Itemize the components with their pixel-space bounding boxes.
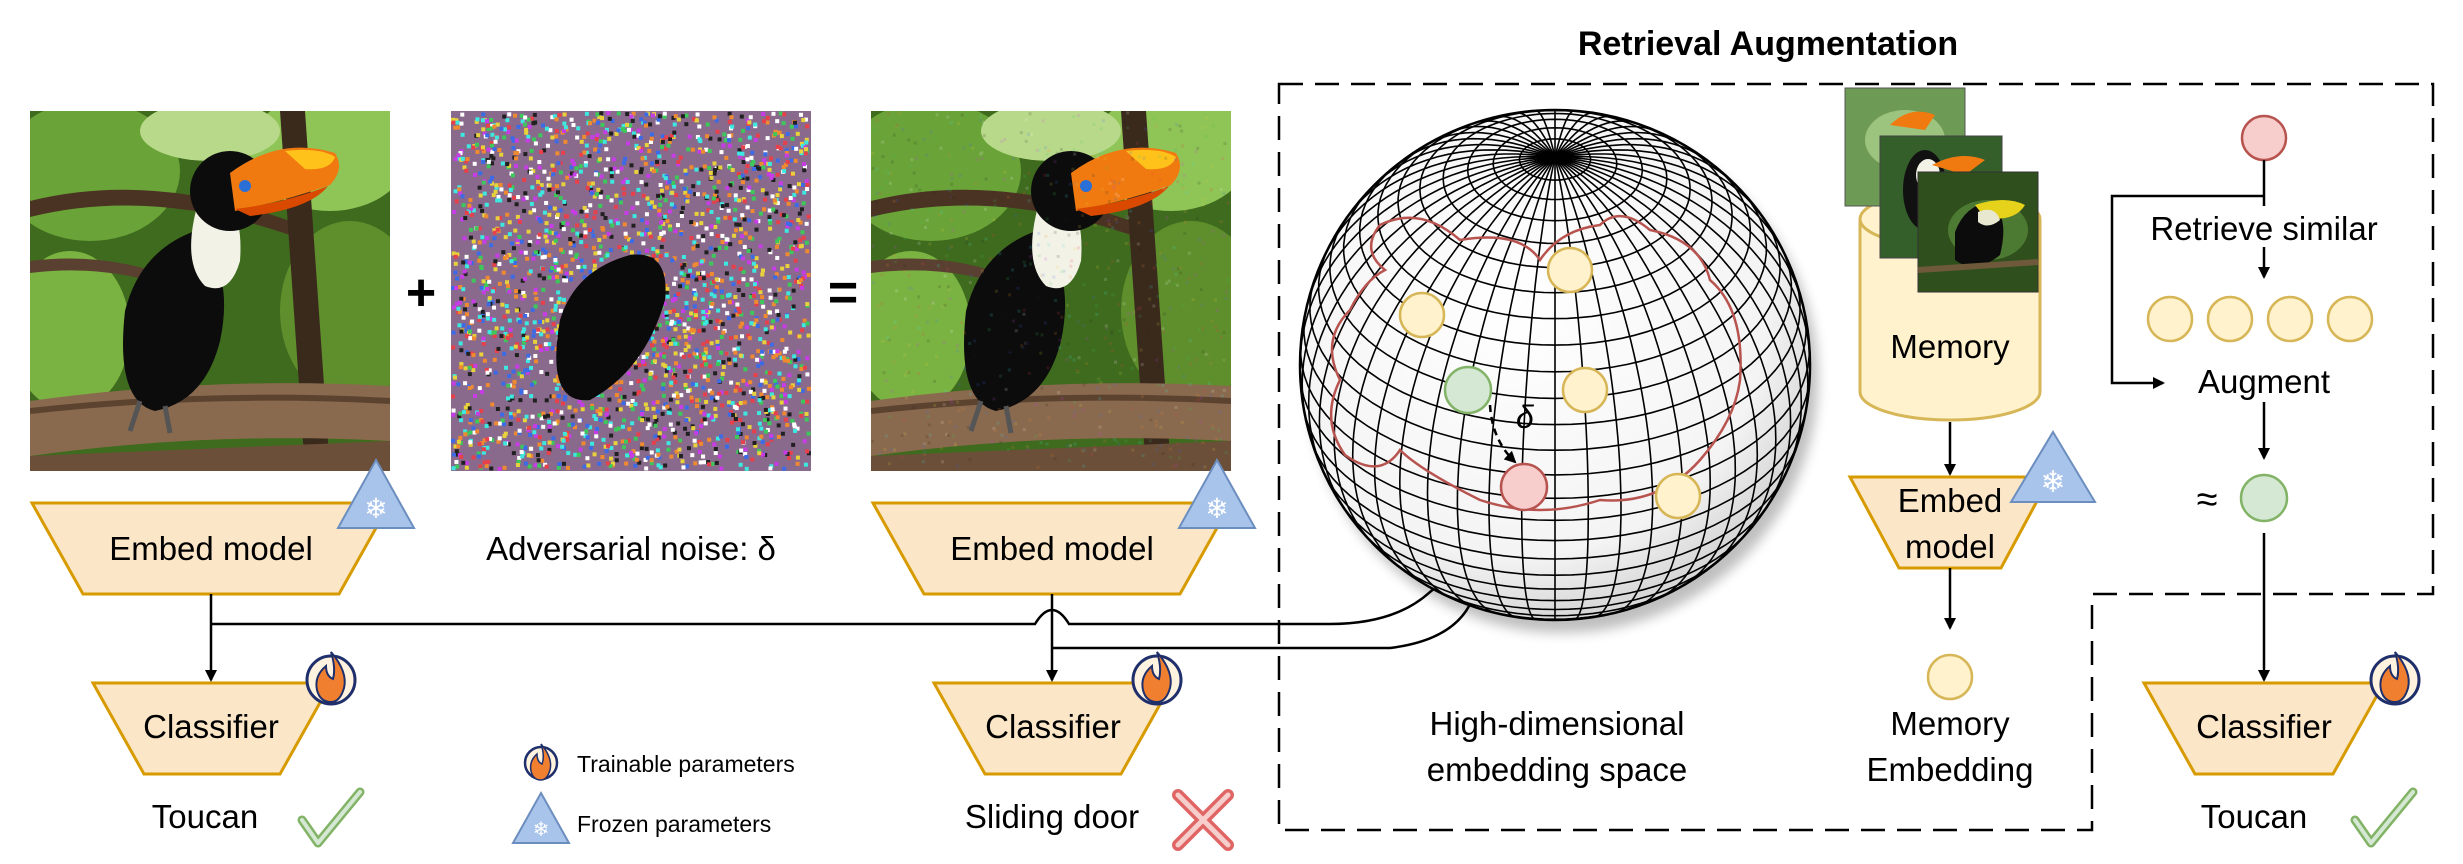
memory-point [1561,366,1609,414]
svg-text:❄: ❄ [1205,492,1228,525]
check-icon [2350,787,2418,848]
memory-db-label: Memory [1890,328,2010,365]
flame-icon [1131,651,1183,706]
legend-trainable-label: Trainable parameters [577,751,795,777]
retrieved-point [2146,295,2194,343]
retrieved-point [2326,295,2374,343]
svg-text:❄: ❄ [2040,465,2065,500]
equals-operator: = [828,264,858,322]
flame-icon [2369,651,2421,706]
memory-embedding-label-line2: Embedding [1867,751,2034,788]
embedding-connectors [205,520,1512,682]
embed-model-memory-line1: Embed [1898,482,2003,519]
approx-symbol: ≈ [2197,479,2218,521]
adversarial-toucan-image [841,91,1261,471]
classifier-clean-label: Classifier [143,708,279,745]
classifier-augmented: Classifier [2141,681,2387,776]
memory-embedding-point [1926,653,1974,701]
classifier-clean: Classifier [90,681,334,776]
snowflake-icon: ❄ [1177,457,1257,529]
retrieved-point [2266,295,2314,343]
embed-model-clean-label: Embed model [109,530,313,567]
clean-embedding-point [1443,365,1493,415]
plus-operator: + [406,264,436,322]
snowflake-icon: ❄ [2009,430,2097,503]
augmented-result-label: Toucan [2201,798,2307,835]
embed-model-adversarial-label: Embed model [950,530,1154,567]
embed-model-memory: Embed model [1847,475,2053,570]
delta-arrow [1488,404,1517,464]
adversarial-noise-image [451,111,811,471]
memory-database: Memory [1844,87,2042,422]
clean-toucan-image [0,91,420,471]
diagram-title: Retrieval Augmentation [1578,25,1958,63]
augmented-embedding-point [2239,473,2289,523]
check-icon [297,787,365,848]
cross-icon [1172,789,1234,851]
svg-text:❄: ❄ [533,817,550,841]
embed-model-memory-line2: model [1905,528,1995,565]
retrieval-connectors [2110,160,2270,682]
classifier-adversarial: Classifier [931,681,1175,776]
adversarial-noise-label: Adversarial noise: δ [486,530,776,567]
svg-text:❄: ❄ [364,492,387,525]
clean-result-label: Toucan [152,798,258,835]
retrieve-similar-label: Retrieve similar [2150,210,2377,247]
snowflake-icon: ❄ [511,790,571,844]
memory-point [1546,246,1594,294]
embedding-space-label-line1: High-dimensional [1430,705,1685,742]
adversarial-embedding-point [1499,462,1549,512]
adversarial-result-label: Sliding door [965,798,1139,835]
legend-frozen-label: Frozen parameters [577,811,771,837]
retrieved-point [2206,295,2254,343]
embed-model-clean: Embed model [29,501,393,596]
delta-symbol: δ [1516,399,1535,435]
flame-icon [305,651,357,706]
memory-embedding-label-line1: Memory [1890,705,2010,742]
classifier-augmented-label: Classifier [2196,708,2332,745]
memory-point [1398,291,1446,339]
embed-model-adversarial: Embed model [870,501,1234,596]
augment-label: Augment [2198,363,2330,400]
legend: Trainable parameters ❄ Frozen parameters [511,743,795,844]
memory-photo-stack [1844,87,2039,293]
embedding-space-sphere: δ [1298,108,1818,633]
embedding-space-label-line2: embedding space [1427,751,1688,788]
snowflake-icon: ❄ [336,457,416,529]
query-embedding-point [2240,114,2288,162]
retrieval-region-border [1277,82,2435,832]
classifier-adversarial-label: Classifier [985,708,1121,745]
flame-icon [523,743,559,781]
memory-point [1654,472,1702,520]
cluster-outline [1329,215,1742,512]
